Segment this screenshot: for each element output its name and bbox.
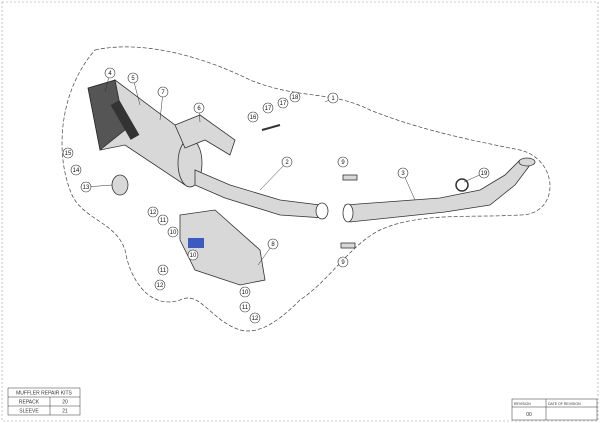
callout-1: 1 <box>327 92 339 104</box>
date-of-revision-label: DATE OF REVISION <box>548 402 581 406</box>
callout-11: 11 <box>157 214 169 226</box>
svg-text:11: 11 <box>160 218 167 224</box>
svg-text:11: 11 <box>160 268 167 274</box>
bracket <box>174 114 236 156</box>
svg-text:4: 4 <box>108 71 112 77</box>
svg-text:3: 3 <box>401 171 405 177</box>
kit-code: 21 <box>62 409 68 415</box>
gasket <box>455 178 469 192</box>
repair-kits-table <box>7 387 81 416</box>
callout-3: 3 <box>397 167 409 179</box>
svg-text:12: 12 <box>157 283 164 289</box>
callout-6: 6 <box>193 102 205 114</box>
callout-10: 10 <box>167 226 179 238</box>
svg-text:13: 13 <box>83 185 90 191</box>
callout-9b: 9 <box>337 256 349 268</box>
svg-text:1: 1 <box>331 96 335 102</box>
svg-text:5: 5 <box>131 76 135 82</box>
callout-5: 5 <box>127 72 139 84</box>
callout-4: 4 <box>104 67 116 79</box>
callout-17: 17 <box>262 102 274 114</box>
kit-name: SLEEVE <box>19 409 39 415</box>
callout-17b: 17 <box>277 97 289 109</box>
svg-text:9: 9 <box>341 160 345 166</box>
svg-text:19: 19 <box>481 171 488 177</box>
callout-12c: 12 <box>249 312 261 324</box>
callout-11c: 11 <box>239 301 251 313</box>
svg-text:7: 7 <box>161 90 165 96</box>
callout-12b: 12 <box>154 279 166 291</box>
spring <box>342 174 358 181</box>
kit-name: REPACK <box>19 400 40 406</box>
svg-text:17: 17 <box>265 106 272 112</box>
callout-group: 1 2 3 4 5 6 7 8 9 9 10 10 10 11 11 11 12… <box>62 67 490 324</box>
bolt <box>261 124 281 131</box>
header-pipe <box>344 159 531 223</box>
repair-kits-title: MUFFLER REPAIR KITS <box>16 391 72 397</box>
callout-19: 19 <box>478 167 490 179</box>
heat-shield <box>179 209 266 286</box>
kit-boundary <box>61 46 551 332</box>
svg-text:15: 15 <box>65 151 72 157</box>
callout-14: 14 <box>70 164 82 176</box>
callout-10c: 10 <box>239 286 251 298</box>
kit-code: 20 <box>62 400 68 406</box>
revision-value: 00 <box>526 412 532 418</box>
svg-text:10: 10 <box>190 253 197 259</box>
callout-8: 8 <box>267 238 279 250</box>
end-cap <box>111 174 129 196</box>
callout-15: 15 <box>62 147 74 159</box>
callout-7: 7 <box>157 86 169 98</box>
callout-9: 9 <box>337 156 349 168</box>
svg-text:10: 10 <box>242 290 249 296</box>
callout-10b: 10 <box>187 249 199 261</box>
revision-label: REVISION <box>514 402 531 406</box>
callout-16: 16 <box>247 111 259 123</box>
callout-12: 12 <box>147 206 159 218</box>
callout-18: 18 <box>289 91 301 103</box>
svg-text:8: 8 <box>271 242 275 248</box>
svg-text:9: 9 <box>341 260 345 266</box>
svg-text:11: 11 <box>242 305 249 311</box>
svg-text:10: 10 <box>170 230 177 236</box>
svg-text:17: 17 <box>280 101 287 107</box>
spring <box>340 242 356 249</box>
revision-block <box>511 398 598 421</box>
svg-text:12: 12 <box>252 316 259 322</box>
svg-text:16: 16 <box>250 115 257 121</box>
svg-text:6: 6 <box>197 106 201 112</box>
callout-13: 13 <box>80 181 92 193</box>
callout-2: 2 <box>281 156 293 168</box>
svg-text:12: 12 <box>150 210 157 216</box>
svg-text:2: 2 <box>285 160 289 166</box>
svg-text:14: 14 <box>73 168 80 174</box>
callout-11b: 11 <box>157 264 169 276</box>
svg-text:18: 18 <box>292 95 299 101</box>
